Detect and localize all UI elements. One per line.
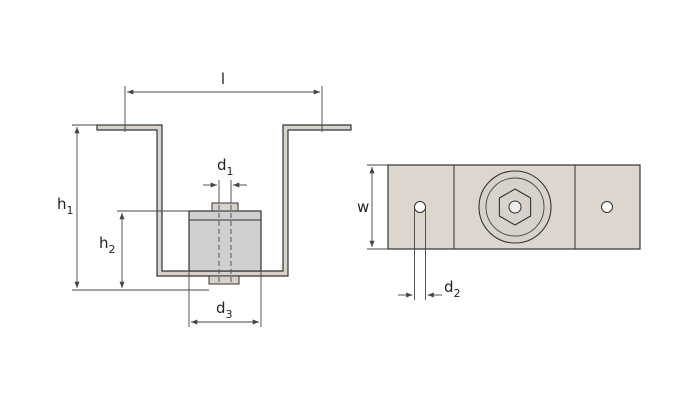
label-h1: h1: [57, 195, 74, 217]
label-d2: d2: [444, 278, 461, 300]
bottom-nut: [208, 275, 240, 285]
top-view: w d2: [357, 164, 641, 300]
label-w: w: [357, 198, 369, 216]
side-view: l h1 h2 d1 d3: [57, 70, 352, 327]
label-l: l: [221, 70, 225, 88]
label-h2: h2: [99, 234, 116, 256]
damper-body: [188, 210, 262, 272]
u-bracket: [96, 124, 352, 277]
label-d3: d3: [216, 299, 233, 321]
mounting-hole-left: [414, 201, 426, 213]
mounting-hole-right: [601, 201, 613, 213]
top-nut: [211, 202, 239, 212]
label-d1: d1: [217, 156, 234, 178]
